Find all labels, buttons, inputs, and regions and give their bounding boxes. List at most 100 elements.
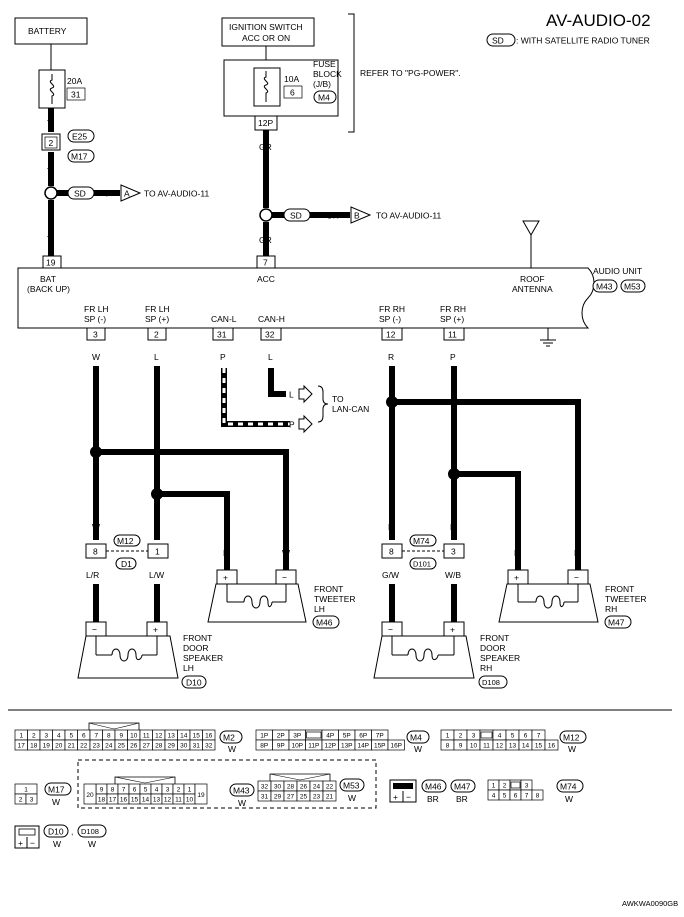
m12-pin: 10 [470, 743, 478, 750]
code-d101-text: D101 [413, 560, 431, 569]
m53-pin: 27 [287, 794, 295, 801]
sd-bat-wire: Y [104, 189, 110, 199]
m2-pin: 24 [105, 743, 113, 750]
m46-face-minus: − [406, 792, 411, 802]
speaker-lh-code-text: D10 [186, 678, 202, 688]
m4-pin: 3P [293, 733, 301, 740]
sd-legend-badge [486, 33, 516, 47]
m12-pin: 7 [537, 733, 541, 740]
pin-fr-lh-pos: 2 [154, 330, 159, 340]
m2-pin: 6 [82, 733, 86, 740]
m2-pin: 13 [168, 733, 176, 740]
roof-antenna-label-2: ANTENNA [512, 284, 553, 294]
m2-pin: 8 [107, 733, 111, 740]
m43-m53-frame [77, 759, 377, 809]
color-m46-view: BR [427, 794, 439, 804]
audio-unit-code1-text: M43 [596, 282, 613, 292]
code-m74-view-text: M74 [560, 782, 577, 792]
m53-pin: 23 [313, 794, 321, 801]
m4-cell [387, 739, 405, 751]
code-m53-view [339, 778, 365, 792]
connector-latch-mark [88, 722, 140, 730]
term-fr-lh-pos-l2: SP (+) [145, 314, 169, 324]
conn-m12-pin1: 1 [155, 547, 160, 557]
wire-color-wb: W/B [445, 570, 461, 580]
m2-cell [202, 739, 216, 751]
fuse-block-refer: REFER TO "PG-POWER". [360, 68, 461, 78]
connector-latch-tab [269, 773, 331, 781]
m74-pin: 3 [525, 783, 529, 790]
speaker-lh-l4: LH [183, 663, 194, 673]
term-fr-lh-neg-l1: FR LH [84, 304, 109, 314]
wire-color-gr-2: GR [259, 235, 272, 245]
lan-can-wire-p: P [289, 420, 295, 430]
fuse-block-no: 6 [290, 88, 295, 98]
page-title: AV-AUDIO-02 [546, 11, 651, 30]
m2-pin: 15 [193, 733, 201, 740]
m2-pin: 1 [19, 733, 23, 740]
m53-pin: 28 [287, 784, 295, 791]
sd-legend-symbol: SD [492, 36, 504, 46]
m43-pin: 3 [166, 787, 170, 794]
wire-color-gr-1: GR [259, 142, 272, 152]
m2-pin: 4 [57, 733, 61, 740]
m53-pin: 26 [300, 784, 308, 791]
bat-label: BAT [40, 274, 56, 284]
speaker-lh-plus: + [153, 625, 158, 635]
tweeter-lh-wire-w: W [282, 548, 290, 558]
m74-pin: 8 [536, 793, 540, 800]
m43-pin: 6 [133, 787, 137, 794]
code-m43-view-text: M43 [233, 786, 250, 796]
sd-legend-text: : WITH SATELLITE RADIO TUNER [516, 36, 650, 46]
fuse-block-line1: FUSE [313, 59, 336, 69]
battery-box [14, 17, 88, 45]
m2-pin: 3 [44, 733, 48, 740]
lan-can-l2: LAN-CAN [332, 404, 369, 414]
m43-pin: 16 [120, 797, 128, 804]
fuse-icon [49, 74, 55, 104]
d10-face-minus: − [30, 838, 35, 848]
m4-pin: 12P [324, 743, 336, 750]
m4-pin: 6P [359, 733, 367, 740]
m12-pin: 8 [446, 743, 450, 750]
tweeter-lh-wire-l: L [223, 548, 228, 558]
m2-pin: 12 [155, 733, 163, 740]
term-fr-rh-pos-l1: FR RH [440, 304, 466, 314]
fuse-block-fuse [253, 67, 281, 107]
code-m2-view [219, 730, 243, 744]
speaker-lh-l3: SPEAKER [183, 653, 223, 663]
m53-pin: 24 [313, 784, 321, 791]
m2-pin: 21 [68, 743, 76, 750]
code-m12-text: M12 [117, 536, 134, 546]
tweeter-rh-code [604, 615, 632, 629]
term-can-l: CAN-L [211, 314, 237, 324]
wire-color-lr: L/R [86, 570, 99, 580]
splice-acc [259, 208, 273, 222]
code-m53-view-text: M53 [343, 781, 360, 791]
m43-pin: 11 [175, 797, 182, 804]
m2-pin: 23 [93, 743, 101, 750]
tweeter-lh-l2: TWEETER [314, 594, 356, 604]
m4-pin: 13P [341, 743, 353, 750]
m12-pin: 11 [483, 743, 490, 750]
bat-label-2: (BACK UP) [27, 284, 70, 294]
conn-m12-pin8: 8 [93, 547, 98, 557]
code-m46-view-text: M46 [425, 782, 442, 792]
m43-pin: 4 [155, 787, 159, 794]
m74-pin: 5 [503, 793, 507, 800]
m12-pin: 9 [459, 743, 463, 750]
m2-pin: 11 [143, 733, 150, 740]
bat-pin: 19 [46, 258, 56, 268]
speaker-rh-l3: SPEAKER [480, 653, 520, 663]
code-m17-view-text: M17 [48, 785, 65, 795]
d10-face-plus: + [18, 838, 23, 848]
ignition-line1: IGNITION SWITCH [229, 22, 303, 32]
m12-pin: 6 [524, 733, 528, 740]
fuse-block-line3: (J/B) [313, 79, 331, 89]
m53-pin: 29 [274, 794, 282, 801]
audio-unit-label: AUDIO UNIT [593, 266, 642, 276]
splice-bat [44, 186, 58, 200]
acc-pin-box [256, 255, 276, 269]
audio-unit-code1 [592, 279, 618, 293]
